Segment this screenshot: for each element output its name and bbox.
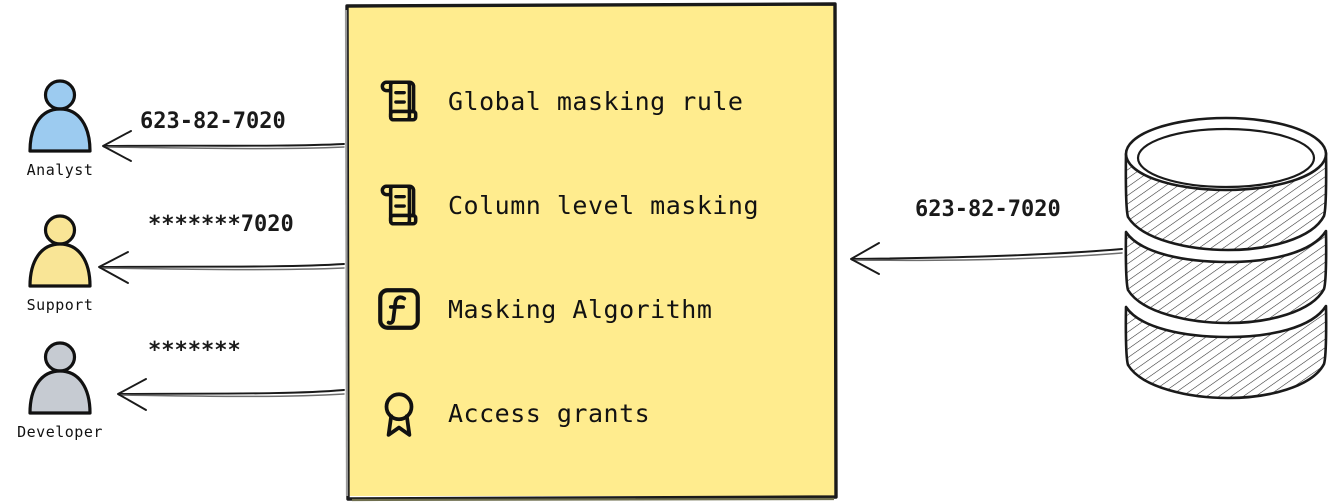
actor-label: Support: [26, 296, 94, 314]
actor-developer[interactable]: Developer: [0, 340, 120, 441]
award-ribbon-icon: [372, 386, 426, 440]
flow-label-support: *******7020: [148, 212, 294, 237]
policy-row[interactable]: Masking Algorithm: [372, 257, 835, 361]
policy-row[interactable]: Global masking rule: [372, 49, 835, 153]
arrow-panel-to-analyst: [102, 130, 345, 162]
function-icon: [372, 282, 426, 336]
actor-label: Analyst: [26, 161, 94, 179]
person-icon: [28, 341, 92, 415]
policy-row-label: Access grants: [448, 398, 651, 428]
flow-label-database: 623-82-7020: [915, 197, 1061, 222]
arrow-database-to-panel: [850, 242, 1123, 275]
scroll-icon: [372, 178, 426, 232]
scroll-icon: [372, 74, 426, 128]
person-icon: [28, 214, 92, 288]
flow-label-developer: *******: [148, 338, 241, 363]
policy-row[interactable]: Access grants: [372, 361, 835, 465]
policy-row[interactable]: Column level masking: [372, 153, 835, 257]
policy-row-label: Global masking rule: [448, 86, 744, 116]
actor-support[interactable]: Support: [0, 213, 120, 314]
actor-analyst[interactable]: Analyst: [0, 78, 120, 179]
policy-row-label: Column level masking: [448, 190, 760, 220]
person-icon: [28, 79, 92, 153]
policy-row-list: Global masking rule Column level masking…: [346, 5, 835, 496]
flow-label-analyst: 623-82-7020: [140, 109, 286, 134]
arrow-panel-to-developer: [117, 378, 345, 411]
database-cylinder-icon[interactable]: [1112, 112, 1340, 402]
actor-label: Developer: [17, 423, 103, 441]
arrow-panel-to-support: [98, 251, 345, 284]
policy-row-label: Masking Algorithm: [448, 294, 713, 324]
